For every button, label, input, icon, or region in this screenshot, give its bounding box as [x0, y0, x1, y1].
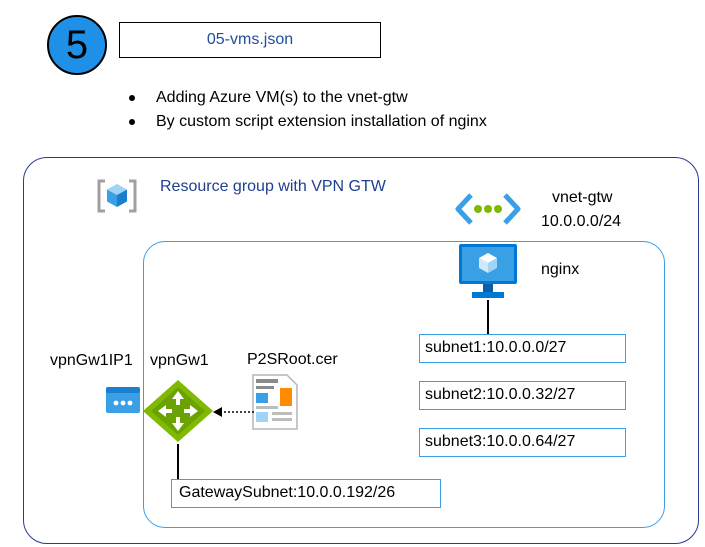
virtual-machine-monitor-icon [459, 244, 517, 298]
certificate-to-gateway-arrow [213, 407, 254, 417]
subnet-box: subnet3:10.0.0.64/27 [419, 428, 626, 457]
bullet-item: By custom script extension installation … [127, 110, 487, 134]
vm-subnet-connector [487, 300, 489, 334]
vnet-cidr-label: 10.0.0.0/24 [541, 213, 622, 230]
public-ip-icon [106, 387, 140, 413]
subnet-box: subnet2:10.0.0.32/27 [419, 381, 626, 410]
vm-name-label: nginx [541, 261, 580, 278]
vnet-chevron-dots-icon [455, 193, 521, 225]
step-number-badge: 5 [47, 15, 107, 75]
description-list: Adding Azure VM(s) to the vnet-gtw By cu… [127, 86, 487, 134]
vpn-gateway-label: vpnGw1 [150, 352, 209, 369]
gateway-subnet-box: GatewaySubnet:10.0.0.192/26 [171, 479, 441, 508]
certificate-document-icon [252, 374, 298, 430]
public-ip-label: vpnGw1IP1 [50, 352, 133, 369]
subnet-box: subnet1:10.0.0.0/27 [419, 334, 626, 363]
file-name-box: 05-vms.json [119, 22, 381, 58]
vpn-gateway-diamond-icon [143, 380, 213, 442]
gateway-subnet-connector [177, 444, 179, 480]
vnet-container [143, 241, 665, 528]
vnet-name-label: vnet-gtw [552, 189, 613, 206]
certificate-label: P2SRoot.cer [247, 351, 338, 368]
resource-group-cube-icon [97, 179, 137, 213]
resource-group-container [23, 157, 699, 544]
bullet-item: Adding Azure VM(s) to the vnet-gtw [127, 86, 487, 110]
resource-group-title: Resource group with VPN GTW [160, 178, 386, 195]
